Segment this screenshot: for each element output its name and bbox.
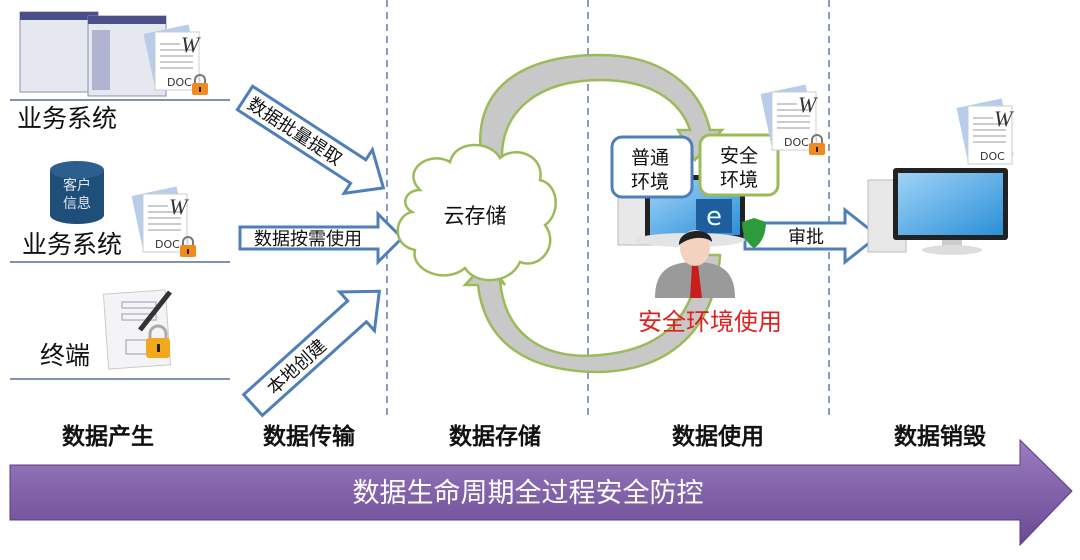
svg-text:云存储: 云存储 <box>444 204 507 228</box>
approve-arrow: 审批 <box>743 206 881 266</box>
transfer-arrow-batch: 数据批量提取 <box>235 84 386 196</box>
transfer-arrow-local-create: 本地创建 <box>241 289 382 418</box>
transfer-arrow-on-demand: 数据按需使用 <box>238 210 405 266</box>
svg-text:W: W <box>169 194 189 219</box>
stage-labels: 数据产生 数据传输 数据存储 数据使用 数据销毁 <box>62 423 986 450</box>
form-lock-icon <box>102 289 172 370</box>
web-pages-icon <box>19 11 167 97</box>
svg-text:环境: 环境 <box>720 169 758 191</box>
svg-text:安全: 安全 <box>720 145 758 167</box>
svg-text:W: W <box>181 32 201 57</box>
stage-label: 数据使用 <box>672 424 764 450</box>
svg-text:e: e <box>706 202 722 232</box>
svg-text:数据生命周期全过程安全防控: 数据生命周期全过程安全防控 <box>353 478 704 509</box>
secure-usage-caption: 安全环境使用 <box>638 308 782 336</box>
source-underlines <box>10 99 230 380</box>
svg-text:DOC: DOC <box>155 238 180 251</box>
cloud-storage: 云存储 <box>396 143 557 282</box>
stage-label: 数据销毁 <box>894 424 986 450</box>
shield-icon <box>742 218 766 248</box>
stage-label: 数据产生 <box>62 423 154 450</box>
source-label: 终端 <box>40 341 90 370</box>
source-label: 业务系统 <box>17 104 117 133</box>
svg-text:信息: 信息 <box>63 195 91 212</box>
svg-text:W: W <box>798 92 818 117</box>
stage-dividers <box>386 0 830 415</box>
secure-env-bubble: 安全 环境 <box>698 133 780 197</box>
svg-text:审批: 审批 <box>788 227 824 248</box>
stage-label: 数据传输 <box>263 423 356 450</box>
svg-text:DOC: DOC <box>784 136 809 149</box>
user-avatar <box>635 230 745 298</box>
normal-env-bubble: 普通 环境 <box>610 135 694 199</box>
svg-text:客户: 客户 <box>63 177 91 194</box>
doc-lock-icon: W DOC <box>131 185 197 258</box>
svg-text:DOC: DOC <box>167 76 192 89</box>
svg-text:数据按需使用: 数据按需使用 <box>254 229 362 250</box>
svg-text:W: W <box>994 106 1014 131</box>
doc-lock-icon: W DOC <box>143 23 209 96</box>
doc-lock-icon: W DOC <box>760 83 826 156</box>
computer-icon <box>867 168 1008 255</box>
svg-text:普通: 普通 <box>631 147 669 169</box>
stage-label: 数据存储 <box>449 423 541 450</box>
svg-text:数据批量提取: 数据批量提取 <box>243 94 345 170</box>
lifecycle-banner-arrow: 数据生命周期全过程安全防控 <box>9 438 1073 547</box>
browser-logo-icon: e <box>696 199 732 233</box>
svg-text:DOC: DOC <box>980 150 1005 163</box>
database-icon: 客户 信息 <box>50 161 104 224</box>
doc-icon: W DOC <box>956 97 1015 166</box>
source-label: 业务系统 <box>22 230 122 259</box>
svg-text:环境: 环境 <box>631 171 669 193</box>
